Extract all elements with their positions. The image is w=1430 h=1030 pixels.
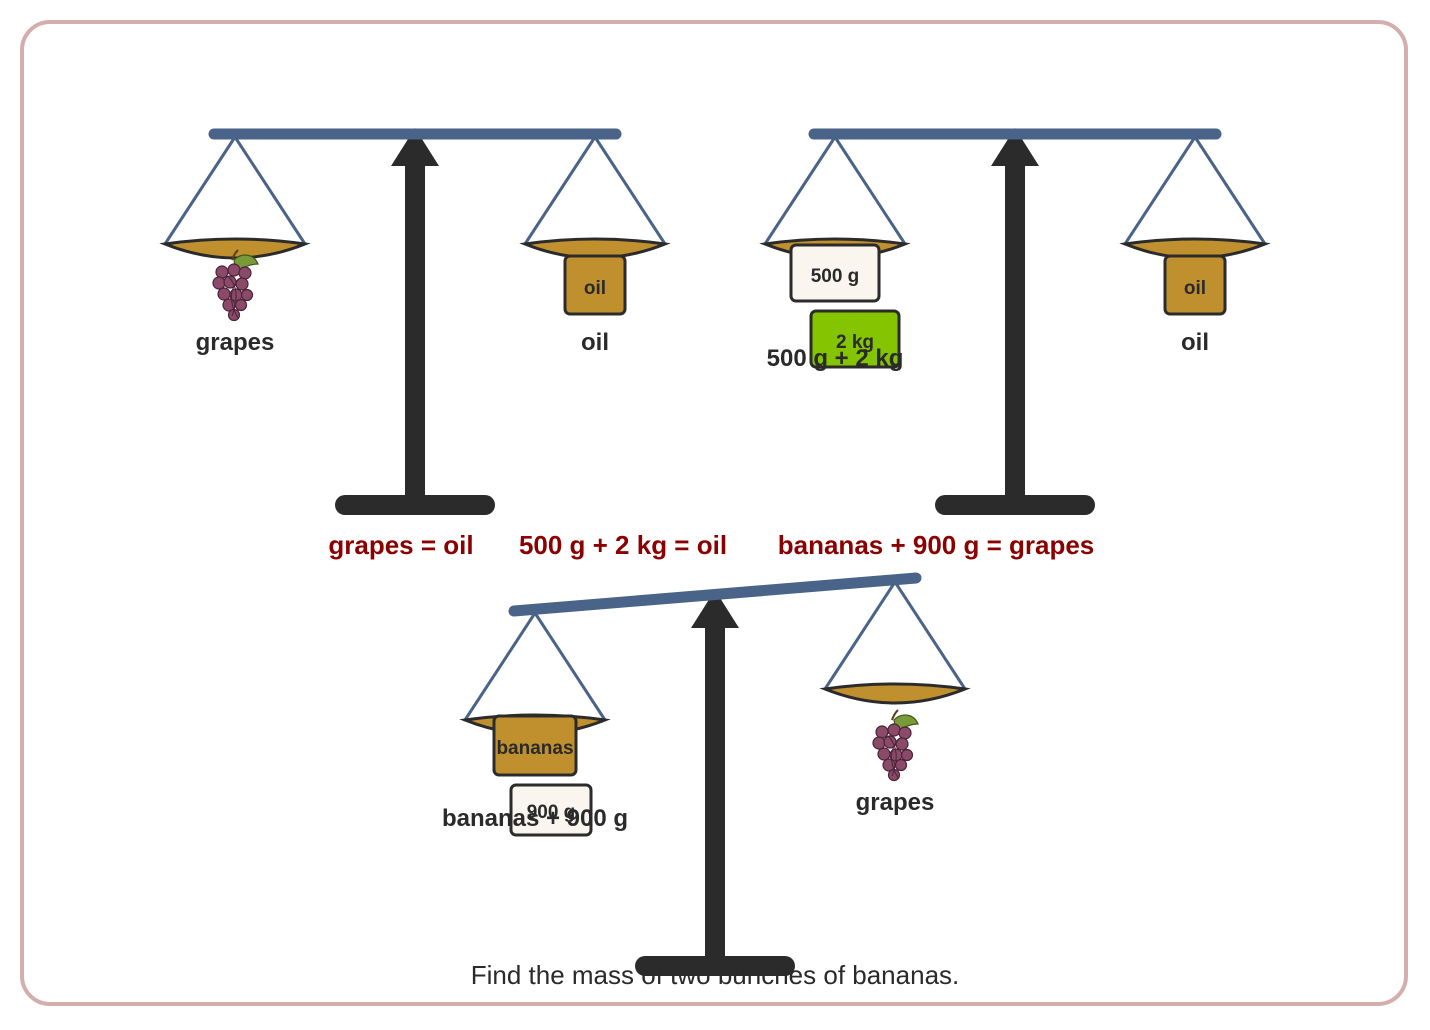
- weight-500g-label: 500 g: [811, 266, 860, 287]
- scale-1: grapes oil oil: [159, 128, 671, 515]
- weight-900g-box: [509, 783, 593, 837]
- scale-2-right-pan: [1119, 136, 1271, 260]
- equation-2: 500 g + 2 kg = oil: [519, 530, 727, 560]
- scale-3-right-pan: [819, 581, 971, 705]
- scale-2-left-label: 500 g + 2 kg: [767, 345, 904, 372]
- grapes-icon: [212, 249, 259, 322]
- scale-3-beam: [508, 572, 922, 617]
- scale-2-post: [1005, 160, 1025, 505]
- scale-3: bananas 900 g bananas + 900 g grapes: [442, 572, 971, 976]
- weight-500g-box: [789, 243, 881, 303]
- oil-box-label: oil: [1184, 278, 1206, 299]
- grapes-icon: [872, 709, 919, 782]
- question-text: Find the mass of two bunches of bananas.: [471, 960, 960, 990]
- scale-1-left-pan: [159, 136, 311, 260]
- weight-900g-label: 900 g: [527, 802, 576, 823]
- oil-box-label: oil: [584, 278, 606, 299]
- scale-1-right-pan: [519, 136, 671, 260]
- oil-box: [1163, 254, 1227, 316]
- scale-3-left-label: bananas + 900 g: [442, 805, 628, 832]
- scale-2-right-label: oil: [1181, 329, 1209, 356]
- scale-1-post: [405, 160, 425, 505]
- equation-3: bananas + 900 g = grapes: [778, 530, 1095, 560]
- scale-2: 500 g 2 kg 500 g + 2 kg oil oil: [759, 128, 1271, 515]
- weight-2kg-box: [809, 309, 901, 369]
- scale-3-pivot: [691, 590, 739, 628]
- scale-1-right-label: oil: [581, 329, 609, 356]
- scale-1-pivot: [391, 128, 439, 166]
- oil-box: [563, 254, 627, 316]
- scale-3-post: [705, 620, 725, 966]
- scale-2-pivot: [991, 128, 1039, 166]
- bananas-box-label: bananas: [496, 738, 573, 759]
- bananas-box: [492, 714, 578, 777]
- scale-1-left-label: grapes: [196, 329, 275, 356]
- equation-1: grapes = oil: [328, 530, 473, 560]
- scale-2-left-pan: [759, 136, 911, 260]
- scale-3-right-label: grapes: [856, 789, 935, 816]
- weight-2kg-label: 2 kg: [836, 332, 874, 353]
